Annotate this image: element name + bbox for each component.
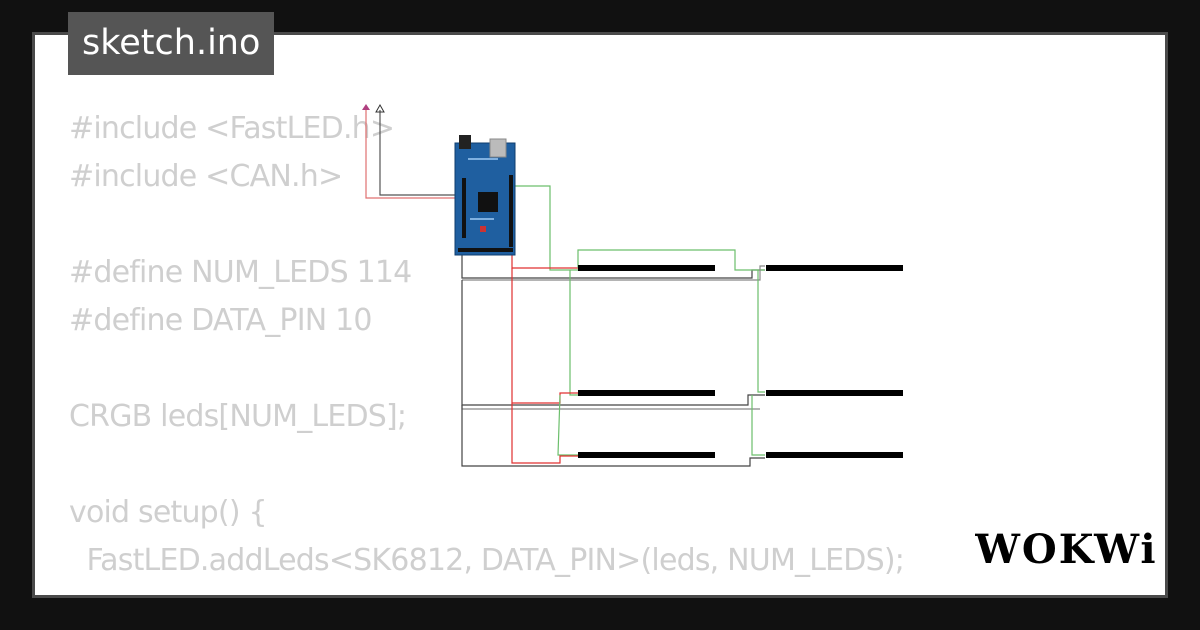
wire-green-vert — [569, 270, 578, 396]
wire-black-row3 — [461, 405, 765, 467]
led-strip[interactable] — [766, 265, 903, 271]
code-line: void setup() { — [69, 495, 268, 530]
probe-red-icon — [362, 104, 370, 110]
arduino-mega-board[interactable] — [454, 135, 516, 256]
wires — [365, 108, 765, 467]
probe-black-icon — [375, 103, 385, 113]
wire-gray-row1 — [462, 265, 765, 281]
wokwi-logo: WOKWi — [974, 525, 1156, 581]
code-line: FastLED.addLeds<SK6812, DATA_PIN>(leds, … — [69, 543, 905, 578]
led-strip[interactable] — [578, 390, 715, 396]
code-line: #include <FastLED.h> — [69, 111, 395, 146]
wire-green-vert3 — [557, 394, 578, 456]
code-line: #define NUM_LEDS 114 — [69, 255, 412, 290]
wire-green-data — [515, 185, 578, 271]
file-title: sketch.ino — [68, 12, 275, 75]
code-line: CAN.begin(500000); // 500 kbps bus speed — [69, 585, 904, 595]
wokwi-logo-icon: WOKWi — [974, 526, 1156, 573]
wire-green-vert4 — [751, 395, 765, 456]
led-strips — [578, 265, 903, 458]
wire-black-row2 — [461, 280, 765, 406]
wire-black-probe — [379, 110, 455, 196]
code-line: #include <CAN.h> — [69, 159, 343, 194]
led-strip[interactable] — [766, 390, 903, 396]
wire-red-probe — [365, 108, 455, 199]
code-line: CRGB leds[NUM_LEDS]; — [69, 399, 407, 434]
led-strip[interactable] — [578, 265, 715, 271]
wire-green-vert2 — [757, 270, 765, 393]
preview-card: #include <FastLED.h> #include <CAN.h> #def… — [32, 32, 1168, 598]
wire-green-row1a — [577, 249, 765, 271]
code-line: #define DATA_PIN 10 — [69, 303, 373, 338]
wire-red-row2 — [511, 268, 578, 404]
probe-arrows — [362, 103, 385, 113]
wire-red-row3 — [511, 403, 578, 464]
led-strip[interactable] — [578, 452, 715, 458]
wire-red-row1 — [511, 255, 578, 269]
logo-text: WOKWi — [975, 526, 1155, 573]
code-preview: #include <FastLED.h> #include <CAN.h> #def… — [69, 105, 905, 595]
led-strip[interactable] — [766, 452, 903, 458]
